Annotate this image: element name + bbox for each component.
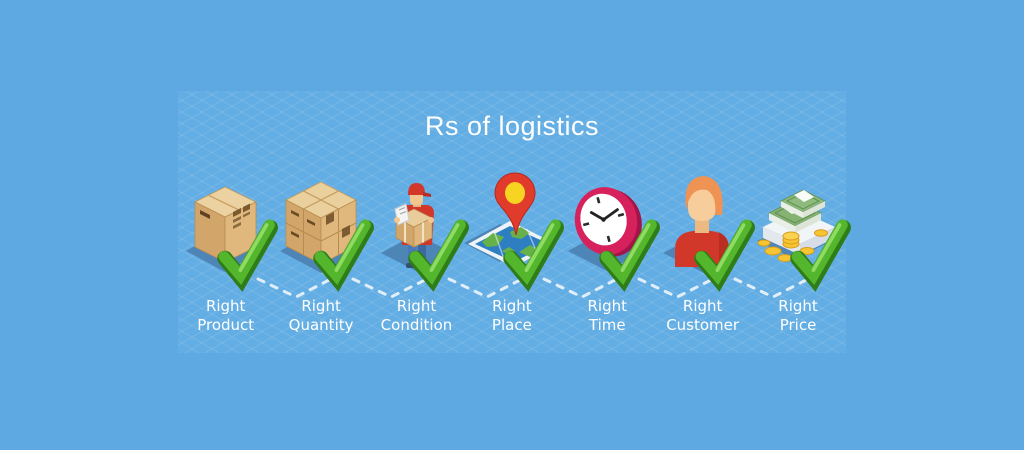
step-right-price: Right Price [750,163,851,335]
step-label: Right Condition [380,297,453,334]
checkmark-icon [599,219,660,292]
step-label: Right Price [778,297,818,334]
step-label: Right Customer [666,297,740,334]
step-right-place: Right Place [464,163,565,335]
step-label: Right Product [197,297,255,334]
steps-row: Right Product [178,163,851,335]
map-pin-icon [464,172,557,267]
checkmark-icon [408,219,469,292]
checkmark-icon [789,219,851,292]
step-right-quantity: Right Quantity [273,163,374,335]
step-right-customer: Right Customer [655,163,756,335]
step-label: Right Quantity [288,297,354,334]
step-right-product: Right Product [178,163,279,335]
step-right-condition: Right Condition [369,163,469,335]
checkmark-icon [217,219,279,292]
infographic-panel: Rs of logistics [178,91,851,353]
infographic-title: Rs of logistics [424,111,600,141]
step-label: Right Time [587,297,628,334]
checkmark-icon [694,219,756,292]
step-label: Right Place [491,297,532,334]
checkmark-icon [503,219,565,292]
checkmark-icon [312,219,374,292]
money-icon [756,189,835,262]
step-right-time: Right Time [560,163,660,335]
